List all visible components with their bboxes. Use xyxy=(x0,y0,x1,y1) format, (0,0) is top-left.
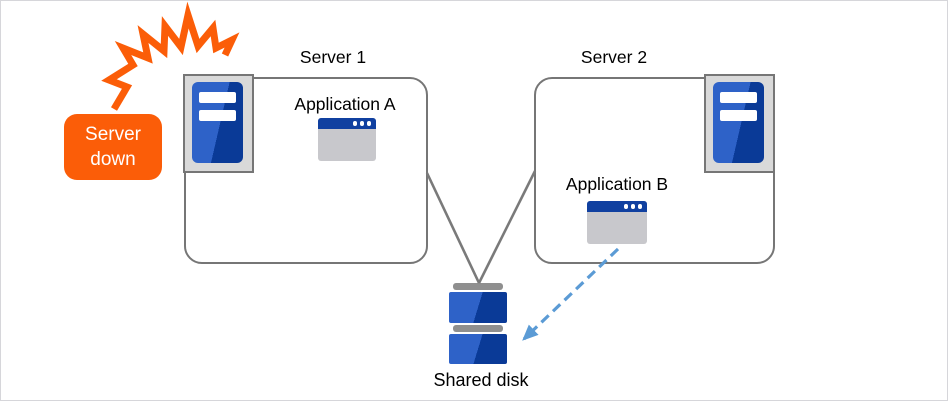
badge-line2: down xyxy=(90,149,136,170)
server-tower-icon xyxy=(713,82,764,163)
disk-platter xyxy=(449,334,507,364)
application-window-icon xyxy=(318,118,376,161)
badge-line1: Server xyxy=(85,124,141,145)
server-tower-icon xyxy=(192,82,243,163)
application-a-label: Application A xyxy=(294,94,396,114)
server-down-badge: Server down xyxy=(64,114,162,180)
server2-label: Server 2 xyxy=(580,47,648,67)
shared-disk-icon xyxy=(449,283,507,364)
server-slot-icon xyxy=(720,92,757,103)
server-slot-icon xyxy=(199,92,236,103)
server-slot-icon xyxy=(720,110,757,121)
application-window-icon xyxy=(587,201,647,244)
server-slot-icon xyxy=(199,110,236,121)
disk-bar xyxy=(453,325,503,332)
application-b-label: Application B xyxy=(565,174,669,194)
server1-disk-line xyxy=(425,172,481,284)
disk-platter xyxy=(449,292,507,323)
server1-label: Server 1 xyxy=(299,47,367,67)
server2-disk-line xyxy=(477,170,537,284)
server1-icon xyxy=(183,74,254,173)
shared-disk-label: Shared disk xyxy=(433,370,529,390)
window-buttons-icon xyxy=(352,121,371,126)
server2-icon xyxy=(704,74,775,173)
window-titlebar xyxy=(587,201,647,212)
window-buttons-icon xyxy=(623,204,642,209)
window-titlebar xyxy=(318,118,376,129)
disk-bar xyxy=(453,283,503,290)
